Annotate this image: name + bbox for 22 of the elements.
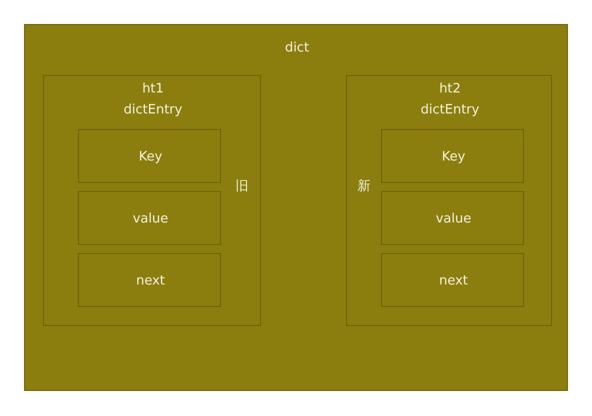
box-title: ht2 — [439, 82, 461, 96]
box-title: Key — [138, 150, 162, 164]
box-title: ht1 — [142, 82, 164, 96]
field-box — [78, 253, 221, 307]
field-box — [381, 253, 524, 307]
box-title: value — [436, 212, 472, 226]
box-label: 旧 — [236, 178, 248, 195]
field-box — [381, 191, 524, 245]
box-title: next — [439, 274, 468, 288]
field-box — [78, 191, 221, 245]
container-box — [24, 24, 568, 391]
box-title: dict — [284, 40, 310, 56]
box-label: 新 — [358, 178, 370, 195]
box-title: Key — [442, 150, 466, 164]
group-box — [346, 75, 552, 326]
box-title: next — [136, 274, 165, 288]
field-box — [381, 129, 524, 183]
field-box — [78, 129, 221, 183]
group-box — [43, 75, 261, 326]
box-label: dictEntry — [124, 102, 182, 118]
box-title: value — [132, 212, 168, 226]
box-label: dictEntry — [420, 102, 480, 118]
